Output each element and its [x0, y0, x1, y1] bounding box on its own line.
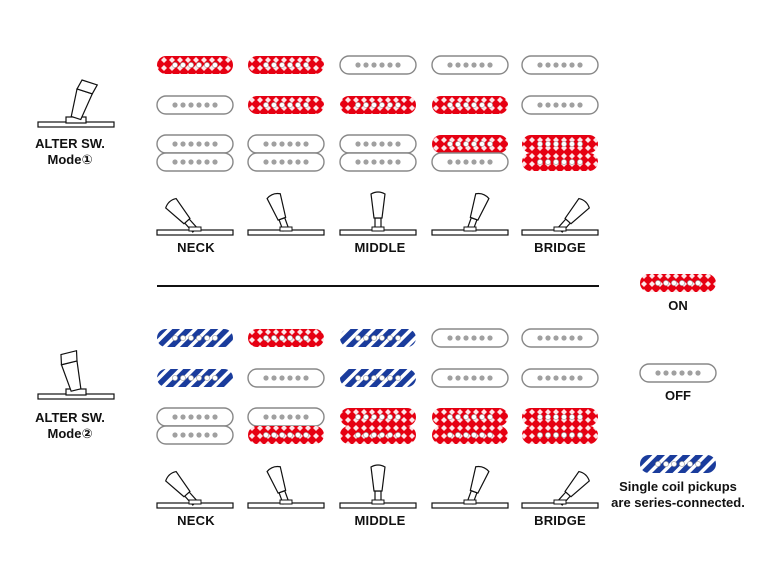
mode-2-pos-4-pickup-middle — [431, 368, 509, 388]
mode-2-pos-1-pickup-middle — [157, 369, 233, 387]
mode-2-position-5 — [521, 328, 599, 444]
mode-2-pos-5-pickup-top — [521, 328, 599, 348]
mode-1-position-label-middle: MIDDLE — [354, 240, 406, 255]
mode-2-position-label-bridge: BRIDGE — [534, 513, 586, 528]
mode-1-position-5 — [521, 55, 599, 171]
mode-1-pos-2-pickup-top — [248, 56, 324, 74]
mode-2-pos-4-pickup-top — [431, 328, 509, 348]
mode-2-pos-4-pickup-hum-lower — [432, 426, 508, 444]
mode-1-pos-1-pickup-hum-lower — [156, 152, 234, 172]
legend-on-pickup — [640, 274, 716, 292]
mode-2-pos-4-pickup-hum-upper — [432, 408, 508, 426]
mode-1-pos-5-pickup-hum-upper — [522, 135, 598, 153]
mode-2-pos-1-pickup-hum-upper — [156, 407, 234, 427]
mode-2-toggle-position-1-icon — [156, 470, 234, 509]
mode-1-label: ALTER SW. Mode① — [22, 136, 118, 168]
mode-1-toggle-position-1-icon — [156, 197, 234, 236]
mode-2-pos-1-pickup-hum-lower — [156, 425, 234, 445]
legend-series-line1: Single coil pickups — [619, 479, 737, 494]
mode-2-position-4 — [431, 328, 509, 444]
mode-1-toggle-position-5-icon — [521, 197, 599, 236]
mode-2-pos-2-pickup-top — [248, 329, 324, 347]
mode-2-toggle-position-3-icon — [339, 464, 417, 509]
mode-1-pos-3-pickup-top — [339, 55, 417, 75]
legend-on-label: ON — [668, 298, 688, 313]
mode-1-position-4 — [431, 55, 509, 172]
mode-1-pos-4-pickup-top — [431, 55, 509, 75]
mode-2-position-label-neck: NECK — [177, 513, 215, 528]
mode-1-position-label-neck: NECK — [177, 240, 215, 255]
legend-series-line2: are series-connected. — [611, 495, 745, 510]
mode-1-switch-icon — [37, 79, 115, 128]
mode-1-pos-4-pickup-hum-lower — [431, 152, 509, 172]
mode-2-position-2 — [247, 329, 325, 444]
mode-1-pos-2-pickup-middle — [248, 96, 324, 114]
mode-2-pos-3-pickup-middle — [340, 369, 416, 387]
mode-1-pos-2-pickup-hum-upper — [247, 134, 325, 154]
mode-2-pos-2-pickup-hum-upper — [247, 407, 325, 427]
mode-1-pos-5-pickup-middle — [521, 95, 599, 115]
mode-2-toggle-position-5-icon — [521, 470, 599, 509]
mode-1-pos-4-pickup-hum-upper — [432, 135, 508, 153]
mode-2-position-label-middle: MIDDLE — [354, 513, 406, 528]
mode-1-pos-1-pickup-top — [157, 56, 233, 74]
mode-2-pos-3-pickup-hum-lower — [340, 426, 416, 444]
mode-1-pos-3-pickup-hum-lower — [339, 152, 417, 172]
mode-2-toggle-position-2-icon — [247, 465, 325, 509]
mode-2-label-line1: ALTER SW. — [35, 410, 105, 425]
mode-2-pos-5-pickup-hum-upper — [522, 408, 598, 426]
mode-1-toggle-position-2-icon — [247, 192, 325, 236]
legend-off-label: OFF — [665, 388, 691, 403]
mode-2-pos-1-pickup-top — [157, 329, 233, 347]
mode-1-position-label-bridge: BRIDGE — [534, 240, 586, 255]
mode-1-pos-5-pickup-hum-lower — [522, 153, 598, 171]
mode-2-pos-2-pickup-middle — [247, 368, 325, 388]
mode-2-switch-icon — [37, 349, 115, 400]
mode-1-position-3 — [339, 55, 417, 172]
mode-1-toggle-position-3-icon — [339, 191, 417, 236]
mode-1-pos-1-pickup-middle — [156, 95, 234, 115]
mode-2-pos-3-pickup-hum-upper — [340, 408, 416, 426]
mode-2-toggle-position-4-icon — [431, 465, 509, 509]
mode-1-pos-3-pickup-middle — [340, 96, 416, 114]
mode-2-position-1 — [156, 329, 234, 445]
mode-1-pos-4-pickup-middle — [432, 96, 508, 114]
mode-2-pos-3-pickup-top — [340, 329, 416, 347]
mode-2-pos-5-pickup-middle — [521, 368, 599, 388]
mode-2-position-3 — [340, 329, 416, 444]
mode-1-pos-3-pickup-hum-upper — [339, 134, 417, 154]
mode-1-position-1 — [156, 56, 234, 172]
mode-1-label-line1: ALTER SW. — [35, 136, 105, 151]
mode-2-label-line2: Mode② — [47, 426, 93, 441]
mode-1-pos-2-pickup-hum-lower — [247, 152, 325, 172]
mode-2-pos-2-pickup-hum-lower — [248, 426, 324, 444]
legend-series-label: Single coil pickups are series-connected… — [600, 479, 756, 511]
legend-off-pickup — [639, 363, 717, 383]
mode-divider — [157, 285, 599, 287]
legend-series-pickup — [640, 455, 716, 473]
mode-1-pos-5-pickup-top — [521, 55, 599, 75]
mode-1-toggle-position-4-icon — [431, 192, 509, 236]
mode-2-label: ALTER SW. Mode② — [22, 410, 118, 442]
mode-2-pos-5-pickup-hum-lower — [522, 426, 598, 444]
mode-1-label-line2: Mode① — [47, 152, 93, 167]
mode-1-position-2 — [247, 56, 325, 172]
mode-1-pos-1-pickup-hum-upper — [156, 134, 234, 154]
